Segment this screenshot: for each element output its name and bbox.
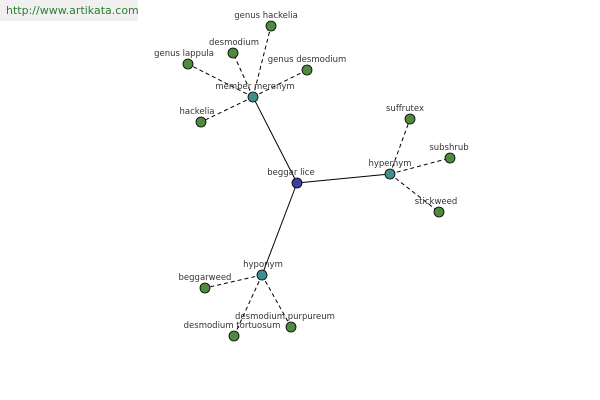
leaf-node-suffrutex[interactable] — [404, 113, 416, 125]
source-url-banner[interactable]: http://www.artikata.com — [0, 0, 139, 21]
edge-desmodium-purpureum — [261, 274, 292, 328]
leaf-label-desmodium-tortuosum: desmodium tortuosum — [184, 321, 281, 331]
edge-genus-hackelia — [252, 25, 272, 98]
leaf-label-desmodium-purpureum: desmodium purpureum — [235, 312, 335, 322]
leaf-label-suffrutex: suffrutex — [386, 104, 424, 114]
leaf-node-hackelia[interactable] — [195, 116, 207, 128]
leaf-node-genus-hackelia[interactable] — [265, 20, 277, 32]
relation-node-member-meronym[interactable] — [247, 91, 259, 103]
leaf-label-genus-desmodium: genus desmodium — [268, 55, 347, 65]
leaf-node-subshrub[interactable] — [444, 152, 456, 164]
nodes-group — [182, 20, 456, 342]
edge-genus-lappula — [187, 63, 254, 98]
edge-root-hyponym — [261, 182, 298, 276]
root-node-beggar-lice[interactable] — [291, 177, 303, 189]
leaf-node-stickweed[interactable] — [433, 206, 445, 218]
leaf-label-genus-hackelia: genus hackelia — [234, 11, 298, 21]
leaf-label-desmodium: desmodium — [209, 38, 259, 48]
leaf-node-genus-desmodium[interactable] — [301, 64, 313, 76]
leaf-label-subshrub: subshrub — [429, 143, 468, 153]
relation-node-hyponym[interactable] — [256, 269, 268, 281]
edge-suffrutex — [389, 118, 411, 175]
relation-label-hypernym: hypernym — [368, 159, 411, 169]
leaf-label-genus-lappula: genus lappula — [154, 49, 214, 59]
edges-group — [187, 25, 451, 337]
relation-label-hyponym: hyponym — [243, 260, 283, 270]
edge-genus-desmodium — [252, 69, 308, 98]
edge-desmodium — [232, 52, 254, 98]
leaf-node-beggarweed[interactable] — [199, 282, 211, 294]
leaf-label-hackelia: hackelia — [179, 107, 214, 117]
edge-subshrub — [389, 157, 451, 175]
edge-beggarweed — [204, 274, 263, 289]
leaf-node-genus-lappula[interactable] — [182, 58, 194, 70]
edge-stickweed — [389, 173, 440, 213]
edge-hackelia — [200, 96, 254, 123]
leaf-label-stickweed: stickweed — [415, 197, 458, 207]
root-label-beggar-lice: beggar lice — [267, 168, 314, 178]
edge-root-hypernym — [296, 173, 391, 184]
edge-root-member-meronym — [252, 96, 298, 184]
leaf-node-desmodium-tortuosum[interactable] — [228, 330, 240, 342]
relation-node-hypernym[interactable] — [384, 168, 396, 180]
relation-label-member-meronym: member meronym — [215, 82, 294, 92]
leaf-node-desmodium-purpureum[interactable] — [285, 321, 297, 333]
leaf-label-beggarweed: beggarweed — [179, 273, 232, 283]
leaf-node-desmodium[interactable] — [227, 47, 239, 59]
